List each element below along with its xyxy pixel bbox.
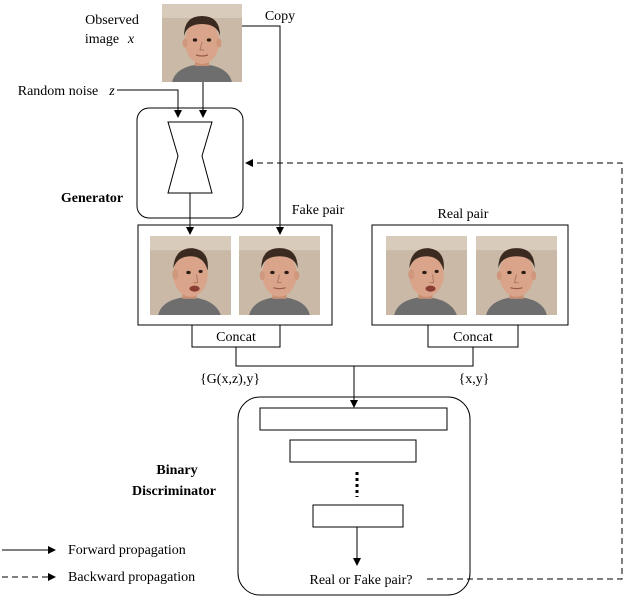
generator-network-icon: [167, 121, 213, 194]
real-pair-source-photo: [386, 235, 467, 316]
copy-arrow: [242, 25, 284, 235]
merge-connector: [235, 347, 474, 367]
discriminator-label-2: Discriminator: [132, 484, 216, 499]
noise-arrow: [117, 89, 182, 118]
discriminator-layer-3: [312, 504, 404, 528]
discriminator-box: [237, 396, 471, 596]
discriminator-label-1: Binary: [156, 463, 197, 478]
fake-pair-label: Fake pair: [292, 203, 345, 218]
observed-image-label-2: image: [85, 32, 119, 47]
random-noise-label: Random noise: [18, 84, 99, 99]
discriminator-layer-1: [259, 407, 448, 431]
legend-forward-label: Forward propagation: [68, 543, 186, 558]
fake-concat-label: Concat: [216, 330, 256, 345]
backward-propagation-path: [245, 159, 623, 580]
real-pair-label: Real pair: [438, 207, 489, 222]
fake-pair-generated-photo: [150, 235, 231, 316]
fake-set-label: {G(x,z),y}: [200, 372, 260, 387]
legend-backward-label: Backward propagation: [68, 570, 195, 585]
discriminator-output-label: Real or Fake pair?: [309, 573, 412, 588]
real-pair-target-photo: [476, 235, 557, 316]
discriminator-layer-2: [289, 439, 417, 463]
real-concat-label: Concat: [453, 330, 493, 345]
copy-label: Copy: [265, 9, 295, 24]
observed-image-photo: [162, 4, 242, 82]
observed-image-var: x: [127, 32, 135, 47]
random-noise-var: z: [108, 84, 115, 99]
real-set-label: {x,y}: [459, 372, 490, 387]
generator-label: Generator: [61, 191, 123, 206]
fake-pair-target-photo: [239, 235, 320, 316]
observed-image-label: Observed: [85, 13, 139, 28]
